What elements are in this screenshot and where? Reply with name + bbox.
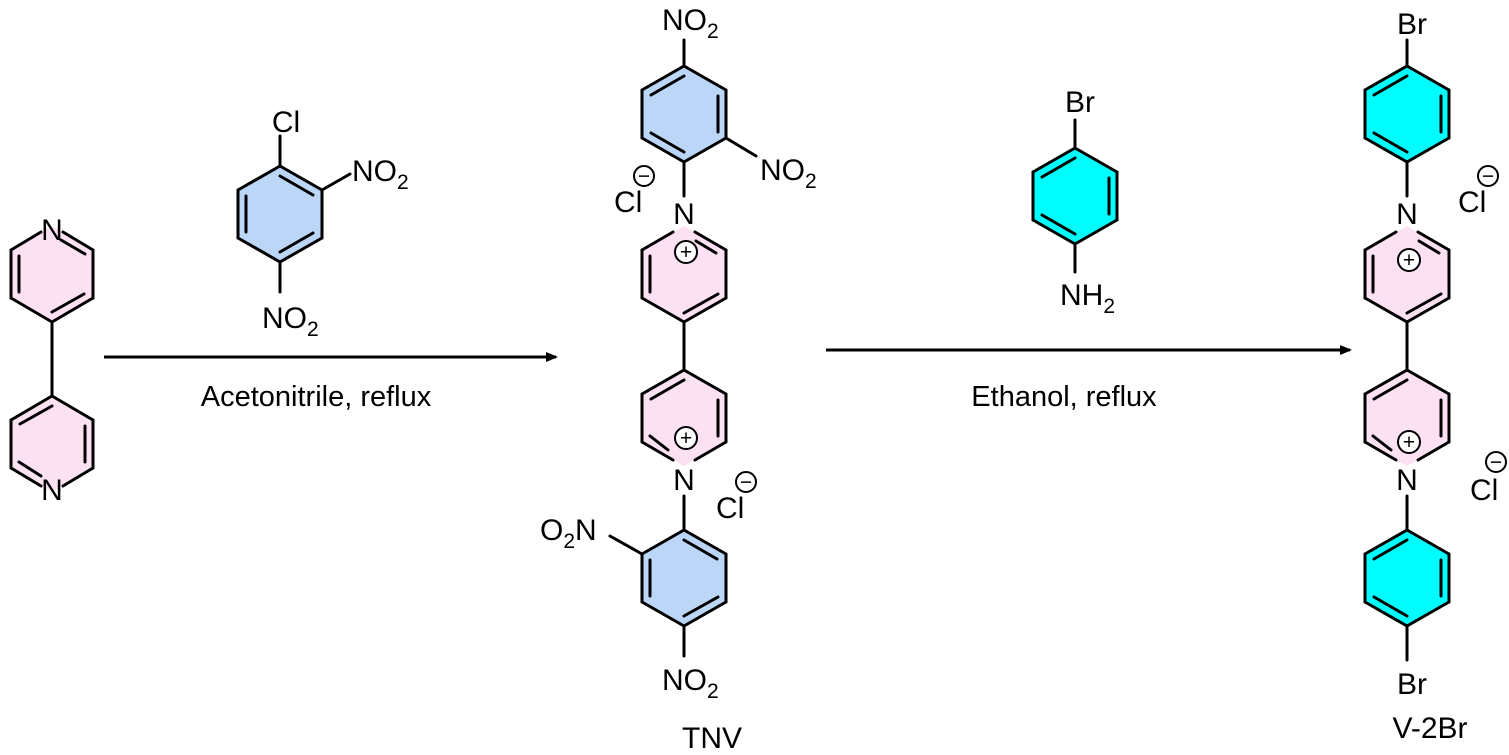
reagent2-nh2-label: NH2: [1060, 279, 1115, 318]
tnv-n-top: N: [673, 198, 695, 231]
compound-label-v2br: V-2Br: [1392, 712, 1467, 745]
v2br-n-bottom: N: [1396, 464, 1418, 497]
v2br-pyridinium-bottom: [1363, 368, 1451, 466]
tnv-cation-sign-bottom: +: [680, 427, 692, 450]
tnv-no2-ortho-top: NO2: [760, 154, 817, 193]
v2br-chloride-top: Cl: [1458, 186, 1486, 219]
reagent-chlorodinitrobenzene: Cl NO2 NO2: [236, 106, 409, 341]
step2-condition: Ethanol, reflux: [971, 381, 1157, 413]
v2br-cation-sign-top: +: [1403, 249, 1415, 272]
tnv-chloride-top: Cl: [614, 186, 642, 219]
reagent2-br-label: Br: [1065, 86, 1095, 119]
tnv-chloride-bottom: Cl: [716, 492, 744, 525]
reagent1-cl-label: Cl: [272, 106, 300, 139]
tnv-no2-bottom: NO2: [662, 664, 719, 703]
v2br-bromophenyl-top: [1363, 64, 1451, 164]
tnv-anion-sign-top: −: [638, 165, 650, 188]
v2br-pyridinium-top: [1363, 226, 1451, 324]
v2br-cation-sign-bottom: +: [1403, 431, 1415, 454]
compound-label-tnv: TNV: [682, 722, 742, 755]
v2br-bromophenyl-bottom: [1363, 528, 1451, 628]
v2br-n-top: N: [1396, 198, 1418, 231]
tnv-n-bottom: N: [673, 464, 695, 497]
pyridine-ring-bottom: [9, 394, 95, 492]
tnv-anion-sign-bottom: −: [740, 471, 752, 494]
v2br-br-bottom: Br: [1397, 668, 1427, 701]
bipyridine: N N: [9, 214, 95, 507]
step1-condition: Acetonitrile, reflux: [201, 381, 432, 413]
reagent-bromoaniline: Br NH2: [1031, 86, 1119, 318]
v2br-anion-sign-bottom: −: [1490, 451, 1502, 474]
tnv-dinitrophenyl-top: [640, 38, 758, 198]
tnv-pyridinium-bottom: [640, 368, 728, 466]
v2br-structure: Br Cl − N: [1363, 8, 1507, 701]
reagent1-no2-bottom: NO2: [262, 302, 319, 341]
atom-n-top: N: [41, 214, 63, 247]
pyridine-ring-top: [9, 226, 95, 324]
tnv-no2-top: NO2: [662, 4, 719, 43]
v2br-br-top: Br: [1397, 8, 1427, 41]
atom-n-bottom: N: [41, 474, 63, 507]
v2br-anion-sign-top: −: [1482, 165, 1494, 188]
tnv-no2-ortho-bottom: O2N: [540, 514, 597, 553]
tnv-pyridinium-top: [640, 226, 728, 324]
reagent1-no2-right: NO2: [352, 155, 409, 194]
tnv-dinitrophenyl-bottom: [608, 528, 728, 658]
tnv-cation-sign-top: +: [680, 241, 692, 264]
v2br-chloride-bottom: Cl: [1470, 474, 1498, 507]
tnv-structure: NO2 NO2 Cl − N +: [540, 4, 817, 703]
